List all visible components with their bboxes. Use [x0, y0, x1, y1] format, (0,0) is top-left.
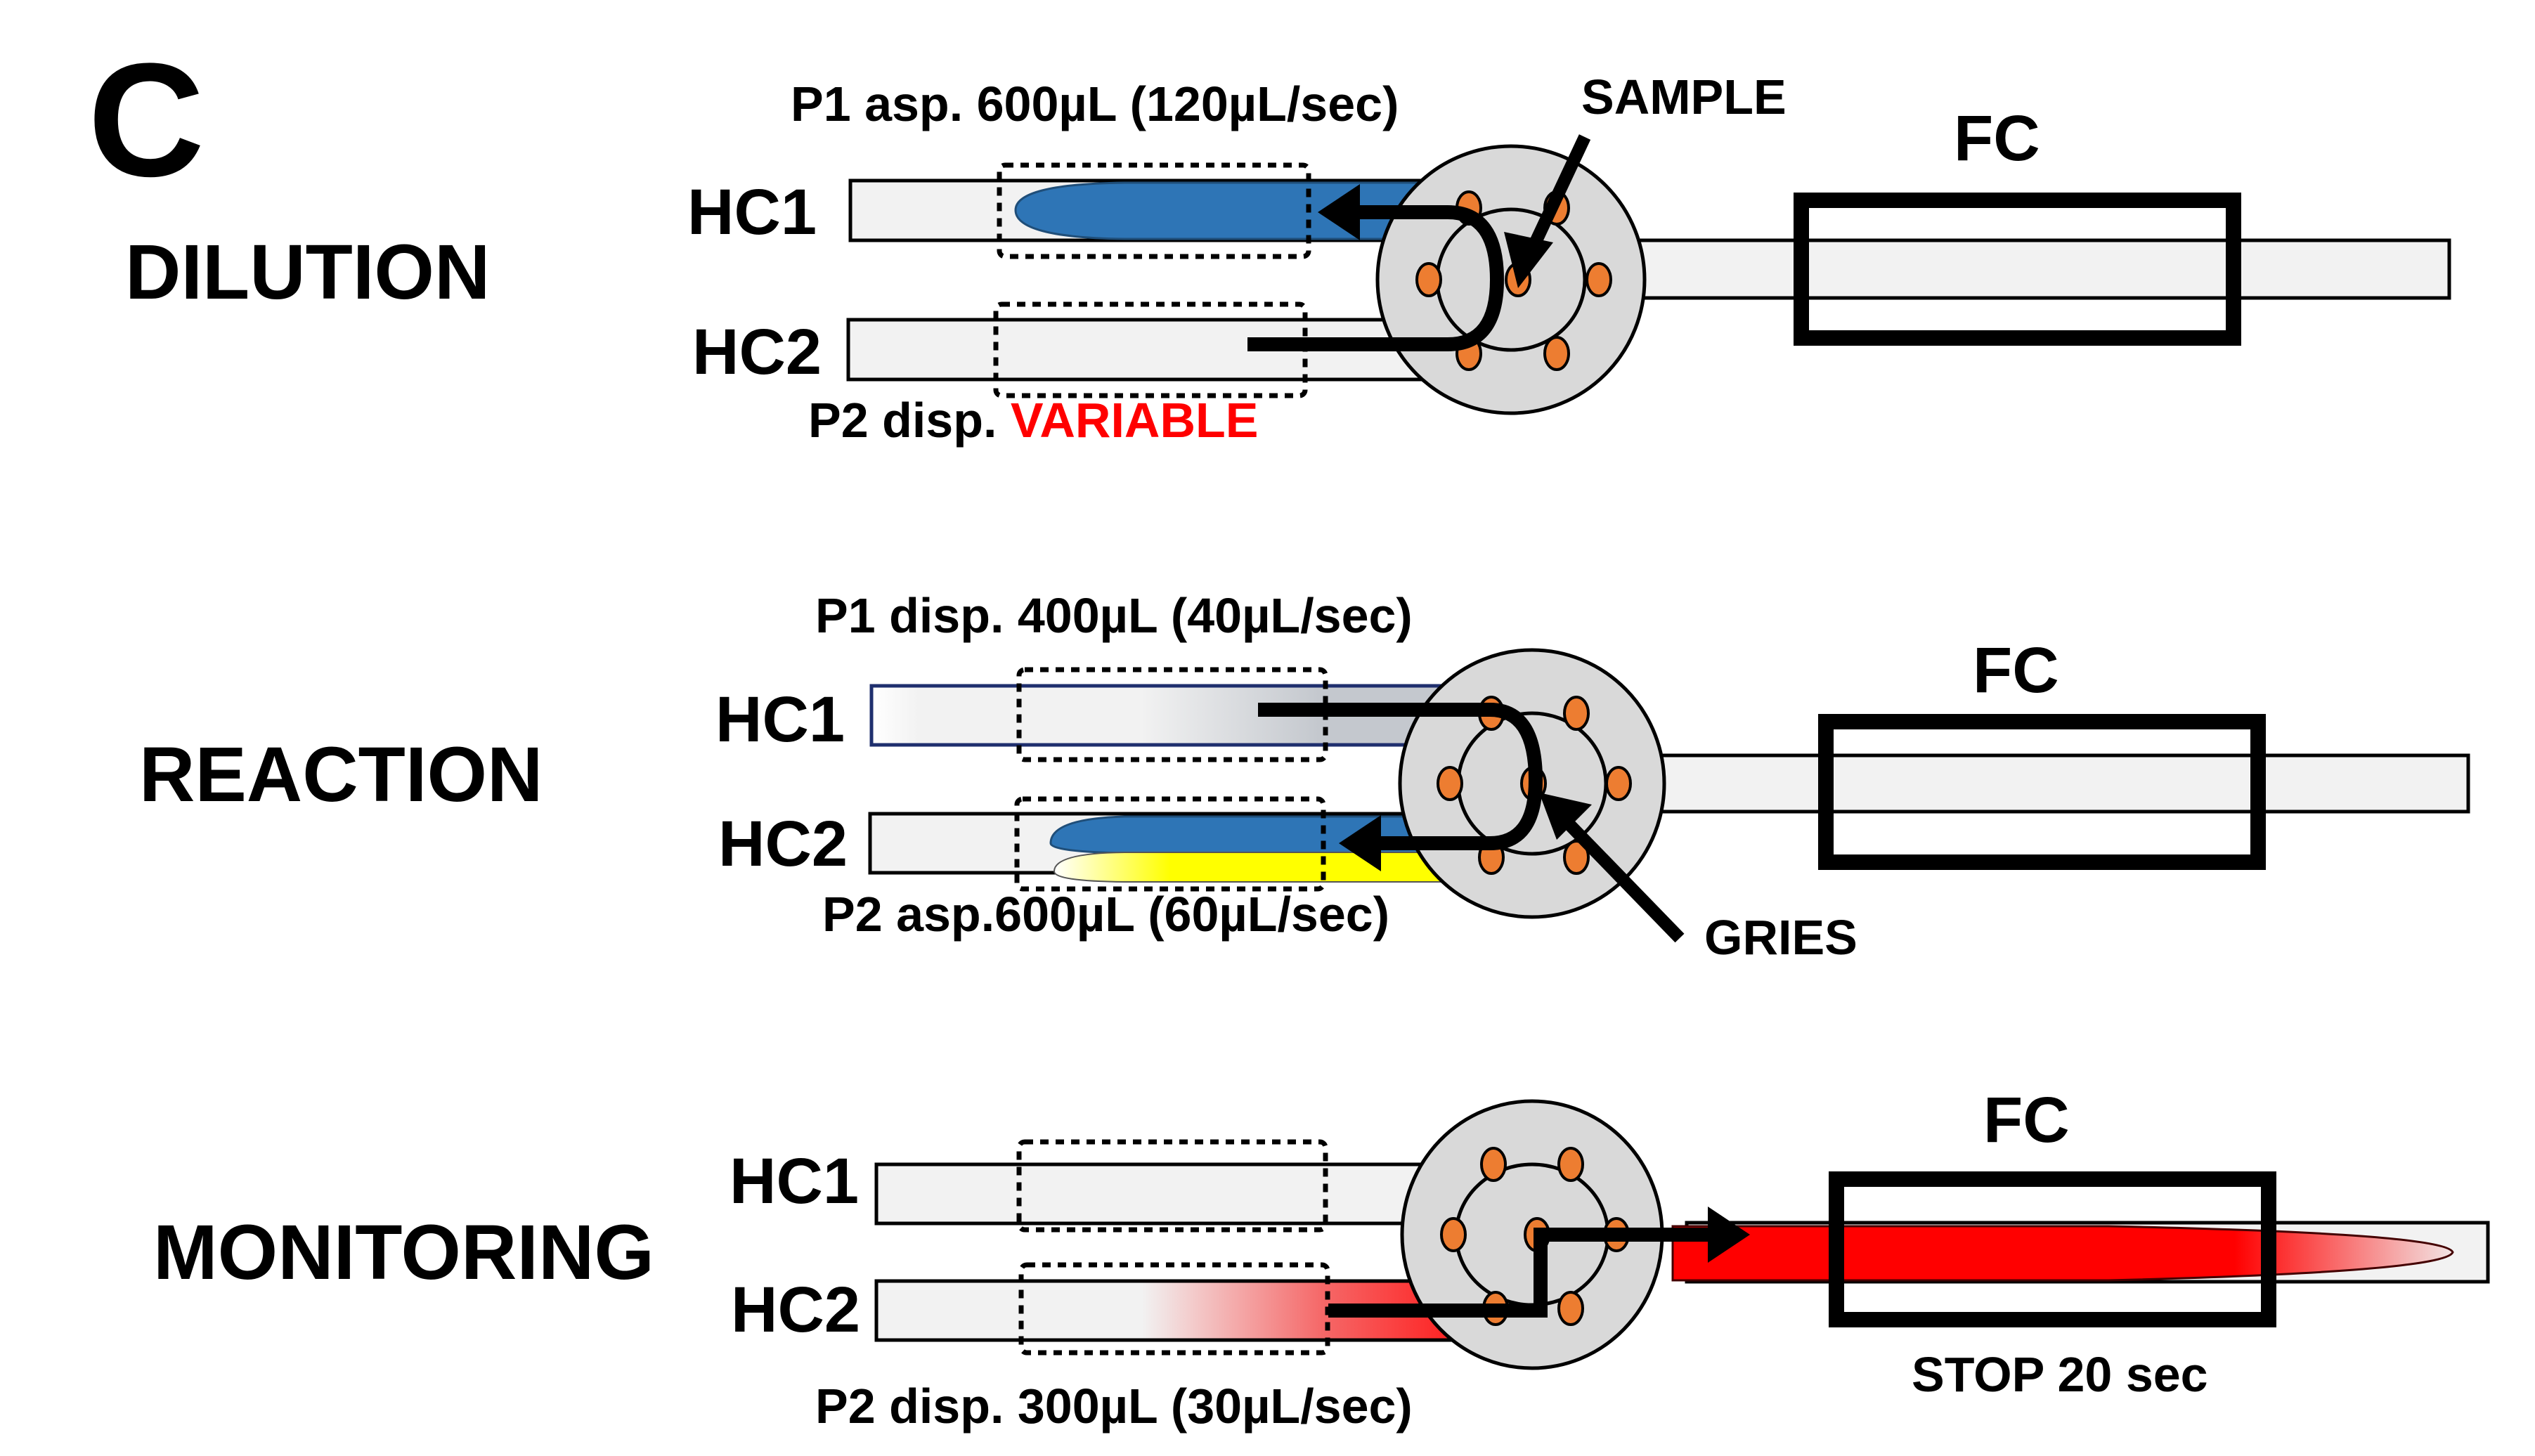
arrowhead-icon [1504, 232, 1553, 288]
valve-port [1557, 1147, 1584, 1182]
flow-cell [1818, 714, 2266, 870]
panel-letter: C [88, 30, 205, 210]
hc1-label: HC1 [687, 176, 817, 248]
arrowhead-icon [1708, 1207, 1750, 1263]
sample-callout: SAMPLE [1581, 70, 1787, 124]
valve-port [1437, 766, 1463, 801]
pump-2-label: P2 asp.600µL (60µL/sec) [822, 887, 1389, 942]
valve-port [1563, 696, 1590, 731]
valve-port [1563, 840, 1590, 875]
stage-dilution: DILUTION P1 asp. 600µL (120µL/sec) SAMPL… [125, 70, 2451, 448]
dotted-region [1016, 1139, 1328, 1233]
flow-path-arrow [1258, 703, 1543, 850]
gries-reagent-plug [1053, 852, 1441, 883]
flow-cell [1794, 193, 2241, 346]
hc2-label: HC2 [731, 1274, 860, 1346]
azo-dye-plug [1671, 1225, 2454, 1282]
flow-cell-label: FC [1983, 1084, 2070, 1156]
valve-port [1586, 262, 1612, 297]
hc2-label: HC2 [718, 808, 848, 880]
flow-path-arrow [1247, 205, 1505, 351]
pump-1-label: P1 asp. 600µL (120µL/sec) [791, 77, 1399, 131]
holding-coil-1 [874, 1162, 1483, 1226]
pump-2-prefix: P2 disp. [808, 393, 1011, 448]
dotted-region [997, 162, 1311, 259]
stage-title: DILUTION [125, 229, 490, 316]
pump-2-label: P2 disp. VARIABLE [808, 393, 1258, 448]
flow-cell-label: FC [1954, 103, 2040, 174]
sample-arrow [1526, 134, 1591, 252]
stage-monitoring: MONITORING FC HC1 HC2 STOP 20 sec P2 dis… [153, 1084, 2490, 1434]
arrowhead-icon [1318, 184, 1360, 240]
hc1-label: HC1 [730, 1145, 859, 1217]
stage-reaction: REACTION P1 disp. 400µL (40µL/sec) FC HC… [139, 588, 2470, 965]
flow-cell-label: FC [1973, 635, 2059, 706]
gries-arrow [1559, 814, 1685, 943]
valve-port [1605, 766, 1632, 801]
valve-port [1543, 336, 1570, 371]
gries-callout: GRIES [1704, 910, 1858, 965]
dotted-region [1018, 1262, 1330, 1356]
fc-stop-note: STOP 20 sec [1912, 1347, 2208, 1402]
flow-path-arrow [1328, 1228, 1715, 1318]
valve-port [1480, 1147, 1507, 1182]
stage-title: MONITORING [153, 1209, 654, 1296]
outlet-tube [1649, 753, 2470, 814]
valve-port [1415, 262, 1442, 297]
hc2-label: HC2 [692, 316, 822, 388]
flow-cell [1829, 1171, 2276, 1327]
hc1-label: HC1 [715, 684, 845, 755]
arrowhead-icon [1339, 815, 1381, 871]
valve-port [1440, 1217, 1467, 1252]
arrowhead-icon [1539, 793, 1592, 840]
dotted-region [1014, 796, 1326, 892]
pump-1-label: P1 disp. 400µL (40µL/sec) [815, 588, 1413, 643]
variable-highlight: VARIABLE [1011, 393, 1259, 448]
outlet-tube [1614, 238, 2451, 300]
stage-title: REACTION [139, 732, 543, 818]
pump-2-label: P2 disp. 300µL (30µL/sec) [815, 1379, 1413, 1434]
valve-port [1557, 1291, 1584, 1326]
